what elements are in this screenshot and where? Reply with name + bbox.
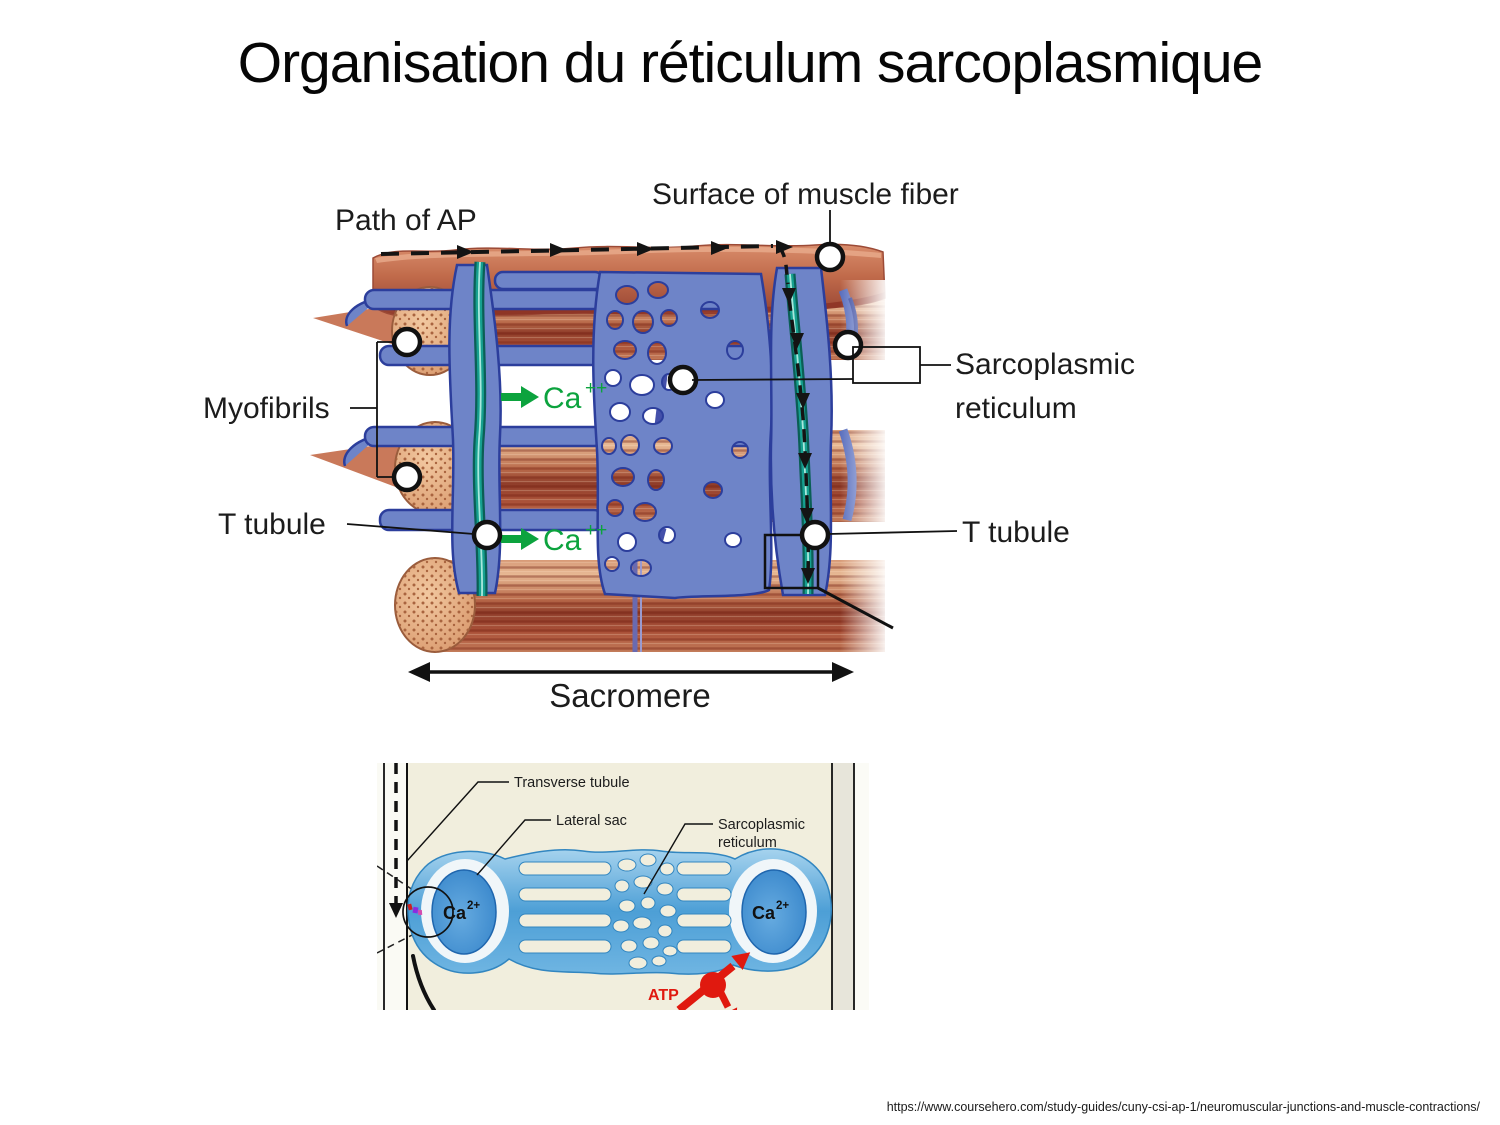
myofibrils-label: Myofibrils	[203, 392, 330, 425]
sarcoplasmic-reticulum-label-line1: Sarcoplasmic	[718, 817, 805, 833]
path-of-ap-label: Path of AP	[335, 204, 477, 237]
myofibril-cut-cap	[394, 557, 476, 653]
zoom-detail-box	[763, 533, 894, 630]
sr-channel-slots	[518, 861, 732, 954]
sarcoplasmic-reticulum-label-line2: reticulum	[955, 392, 1077, 425]
calcium-label: Ca	[543, 524, 582, 557]
sr-fenestrated-mesh	[592, 270, 774, 600]
receptor-molecules	[407, 903, 423, 916]
sarcoplasmic-reticulum-label-line2: reticulum	[718, 835, 777, 851]
calcium-release-annotation: Ca ++	[501, 520, 607, 557]
marker-circle	[471, 519, 503, 551]
marker-circle	[832, 329, 864, 361]
atp-label: ATP	[648, 987, 679, 1004]
marker-circle	[391, 326, 423, 358]
sarcoplasmic-reticulum-label-line1: Sarcoplasmic	[955, 348, 1135, 381]
source-url: https://www.coursehero.com/study-guides/…	[886, 1100, 1480, 1114]
marker-circle	[799, 519, 831, 551]
calcium-release-annotation: Ca ++	[501, 378, 607, 415]
lateral-sac-label: Lateral sac	[556, 813, 627, 829]
slide-title: Organisation du réticulum sarcoplasmique	[237, 31, 1264, 95]
triad-junction-circle	[402, 886, 454, 938]
calcium-charge-label: ++	[585, 520, 607, 541]
sacromere-label: Sacromere	[549, 677, 710, 714]
triad-cross-section-figure: ATP Ca 2+ Ca 2+ Transverse tubule Latera…	[377, 763, 869, 1010]
t-tubule-left-label: T tubule	[218, 508, 326, 541]
marker-circle	[391, 461, 423, 493]
calcium-charge-label: 2+	[776, 900, 789, 912]
surface-of-muscle-fiber-label: Surface of muscle fiber	[652, 178, 959, 211]
sarcoplasmic-reticulum-body	[407, 848, 832, 975]
transverse-tubule-label: Transverse tubule	[514, 775, 630, 791]
calcium-label: Ca	[752, 903, 776, 923]
lateral-sac	[431, 869, 497, 955]
calcium-label: Ca	[443, 903, 467, 923]
sacromere-span-arrow	[408, 662, 854, 682]
atp-calcium-pump: ATP	[648, 952, 751, 1010]
leader-lines	[406, 781, 713, 895]
calcium-charge-label: ++	[585, 378, 607, 399]
sr-central-mesh	[612, 853, 678, 970]
sarcoplasmic-reticulum-3d-figure: Ca ++ Ca ++	[203, 178, 1135, 714]
calcium-label: Ca	[543, 382, 582, 415]
lateral-sac	[741, 869, 807, 955]
leader-lines	[346, 210, 958, 535]
t-tubule-right-label: T tubule	[962, 516, 1070, 549]
calcium-charge-label: 2+	[467, 900, 480, 912]
marker-circle	[814, 241, 846, 273]
